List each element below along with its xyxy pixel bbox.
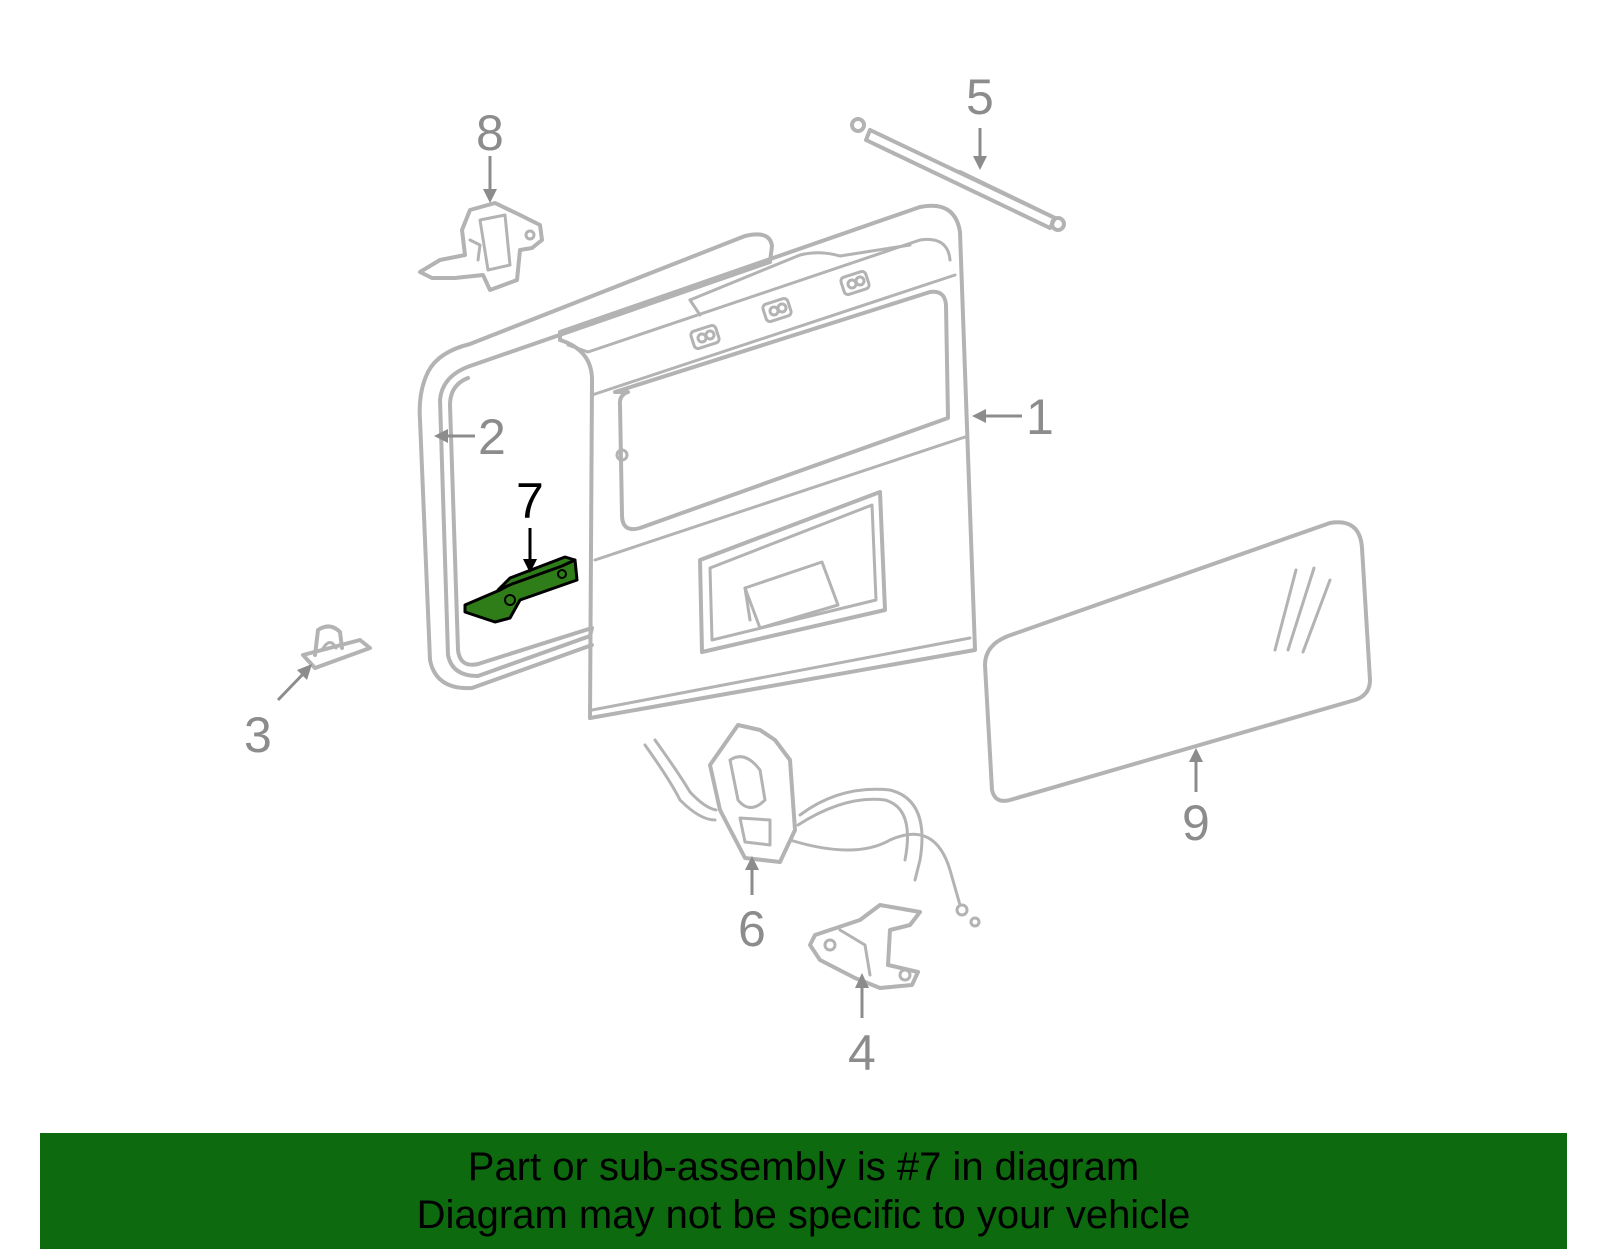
part-5-lift-strut bbox=[850, 117, 1066, 232]
part-9-glass bbox=[983, 520, 1372, 803]
callout-6: 6 bbox=[738, 856, 766, 957]
callout-9: 9 bbox=[1182, 748, 1210, 851]
info-banner: Part or sub-assembly is #7 in diagram Di… bbox=[40, 1133, 1567, 1249]
callout-4: 4 bbox=[848, 973, 876, 1081]
callout-5: 5 bbox=[966, 69, 994, 170]
callout-2-label: 2 bbox=[478, 409, 506, 465]
callout-5-label: 5 bbox=[966, 69, 994, 125]
callout-8-label: 8 bbox=[476, 105, 504, 161]
part-7-handle bbox=[463, 555, 579, 624]
callout-4-label: 4 bbox=[848, 1025, 876, 1081]
callout-9-label: 9 bbox=[1182, 795, 1210, 851]
callout-2: 2 bbox=[434, 409, 506, 465]
callout-3: 3 bbox=[244, 664, 312, 763]
part-2-weatherstrip bbox=[417, 232, 774, 691]
part-8-hinge bbox=[418, 201, 544, 292]
callout-7: 7 bbox=[516, 473, 544, 573]
part-6-latch bbox=[643, 723, 981, 928]
callout-1: 1 bbox=[972, 389, 1054, 445]
callout-6-label: 6 bbox=[738, 901, 766, 957]
banner-line-1: Part or sub-assembly is #7 in diagram bbox=[467, 1145, 1140, 1189]
part-3-striker bbox=[301, 624, 372, 670]
part-1-liftgate bbox=[558, 203, 977, 720]
callout-8: 8 bbox=[476, 105, 504, 203]
banner-line-2: Diagram may not be specific to your vehi… bbox=[416, 1193, 1191, 1237]
callout-3-label: 3 bbox=[244, 707, 272, 763]
callout-1-label: 1 bbox=[1026, 389, 1054, 445]
callout-7-label: 7 bbox=[516, 473, 544, 529]
part-4-bracket bbox=[808, 903, 922, 990]
